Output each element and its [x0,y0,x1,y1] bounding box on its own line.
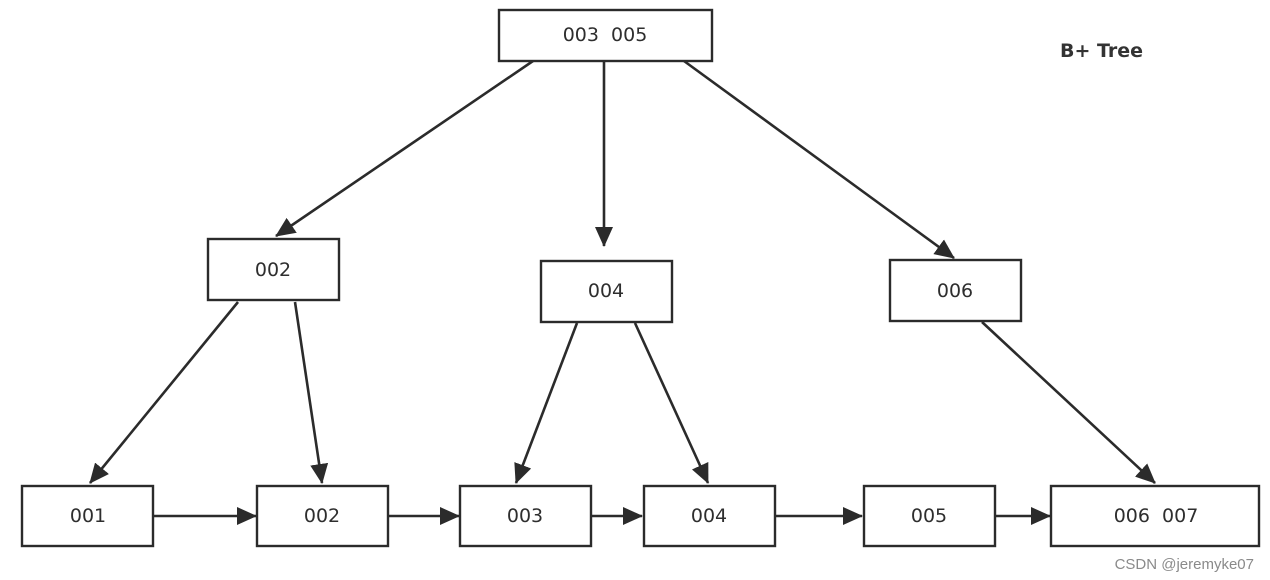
edge-006-to-leaf006 [981,321,1156,484]
leaf-004: 004 [642,484,777,548]
leaf-003-label: 003 [507,505,543,527]
leaf-001-label: 001 [70,505,106,527]
watermark-text: CSDN @jeremyke07 [1115,556,1254,573]
leaf-005-box [862,484,997,548]
leaf-002: 002 [255,484,390,548]
diagram-title: B+ Tree [1060,40,1143,62]
leaf-003: 003 [458,484,593,548]
node-002-box [206,237,341,302]
node-root-label: 003 005 [563,24,648,46]
node-004-label: 004 [588,280,624,302]
leaf-006-007-box [1049,484,1261,548]
leaf-006-007-label: 006 007 [1114,505,1199,527]
leaf-005: 005 [862,484,997,548]
node-root: 003 005 [497,8,714,63]
edge-root-to-002 [275,59,534,238]
node-004-box [539,259,674,324]
node-002-label: 002 [255,259,291,281]
leaf-002-label: 002 [304,505,340,527]
node-006-box [888,258,1023,323]
node-root-box [497,8,714,63]
node-002: 002 [206,237,341,302]
leaf-002-box [255,484,390,548]
leaf-005-label: 005 [911,505,947,527]
edge-004-to-leaf003 [514,322,579,484]
edge-002-to-leaf001 [88,301,240,484]
leaf-004-label: 004 [691,505,727,527]
leaf-006-007: 006 007 [1049,484,1261,548]
leaf-004-box [642,484,777,548]
leaf-001: 001 [20,484,155,548]
edge-root-to-006 [683,59,955,260]
node-006-label: 006 [937,280,973,302]
node-006: 006 [888,258,1023,323]
leaf-001-box [20,484,155,548]
leaf-003-box [458,484,593,548]
edge-004-to-leaf004 [633,322,710,484]
edge-002-to-leaf002 [293,301,329,484]
node-004: 004 [539,259,674,324]
